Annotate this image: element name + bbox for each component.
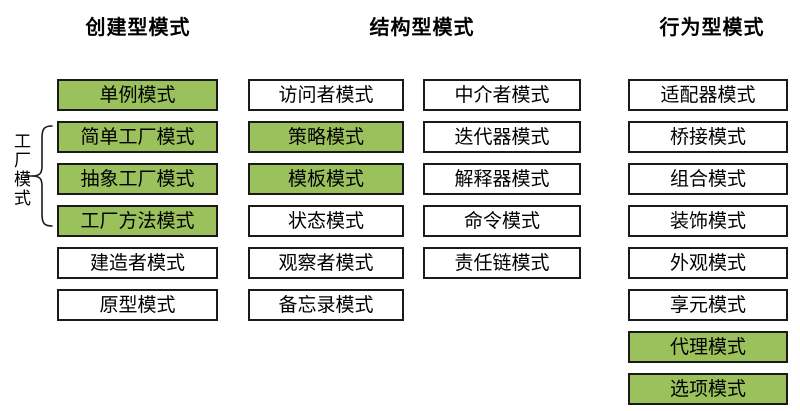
pattern-box: 选项模式 — [628, 373, 788, 405]
pattern-box: 代理模式 — [628, 331, 788, 363]
header-behavioral-patterns: 行为型模式 — [659, 17, 765, 39]
pattern-box: 原型模式 — [57, 289, 218, 321]
column-structural-patterns-right: 中介者模式迭代器模式解释器模式命令模式责任链模式 — [423, 79, 581, 279]
pattern-box: 访问者模式 — [248, 79, 404, 111]
pattern-box: 观察者模式 — [248, 247, 404, 279]
pattern-box: 中介者模式 — [423, 79, 581, 111]
pattern-box: 迭代器模式 — [423, 121, 581, 153]
pattern-box: 单例模式 — [57, 79, 218, 111]
column-structural-patterns-left: 访问者模式策略模式模板模式状态模式观察者模式备忘录模式 — [248, 79, 404, 321]
pattern-box: 责任链模式 — [423, 247, 581, 279]
pattern-box: 解释器模式 — [423, 163, 581, 195]
pattern-box: 组合模式 — [628, 163, 788, 195]
column-behavioral-patterns: 适配器模式桥接模式组合模式装饰模式外观模式享元模式代理模式选项模式 — [628, 79, 788, 405]
pattern-box: 抽象工厂模式 — [57, 163, 218, 195]
pattern-box: 外观模式 — [628, 247, 788, 279]
pattern-box: 模板模式 — [248, 163, 404, 195]
pattern-box: 状态模式 — [248, 205, 404, 237]
pattern-box: 备忘录模式 — [248, 289, 404, 321]
pattern-box: 命令模式 — [423, 205, 581, 237]
pattern-box: 适配器模式 — [628, 79, 788, 111]
header-structural-patterns: 结构型模式 — [369, 17, 475, 39]
factory-group-brace-icon — [24, 125, 53, 227]
pattern-box: 享元模式 — [628, 289, 788, 321]
pattern-box: 工厂方法模式 — [57, 205, 218, 237]
column-creational-patterns: 单例模式简单工厂模式抽象工厂模式工厂方法模式建造者模式原型模式 — [57, 79, 218, 321]
pattern-box: 简单工厂模式 — [57, 121, 218, 153]
pattern-box: 桥接模式 — [628, 121, 788, 153]
pattern-box: 装饰模式 — [628, 205, 788, 237]
pattern-box: 策略模式 — [248, 121, 404, 153]
factory-group-label: 工厂模式 — [11, 132, 30, 208]
header-creational-patterns: 创建型模式 — [85, 17, 191, 39]
pattern-box: 建造者模式 — [57, 247, 218, 279]
